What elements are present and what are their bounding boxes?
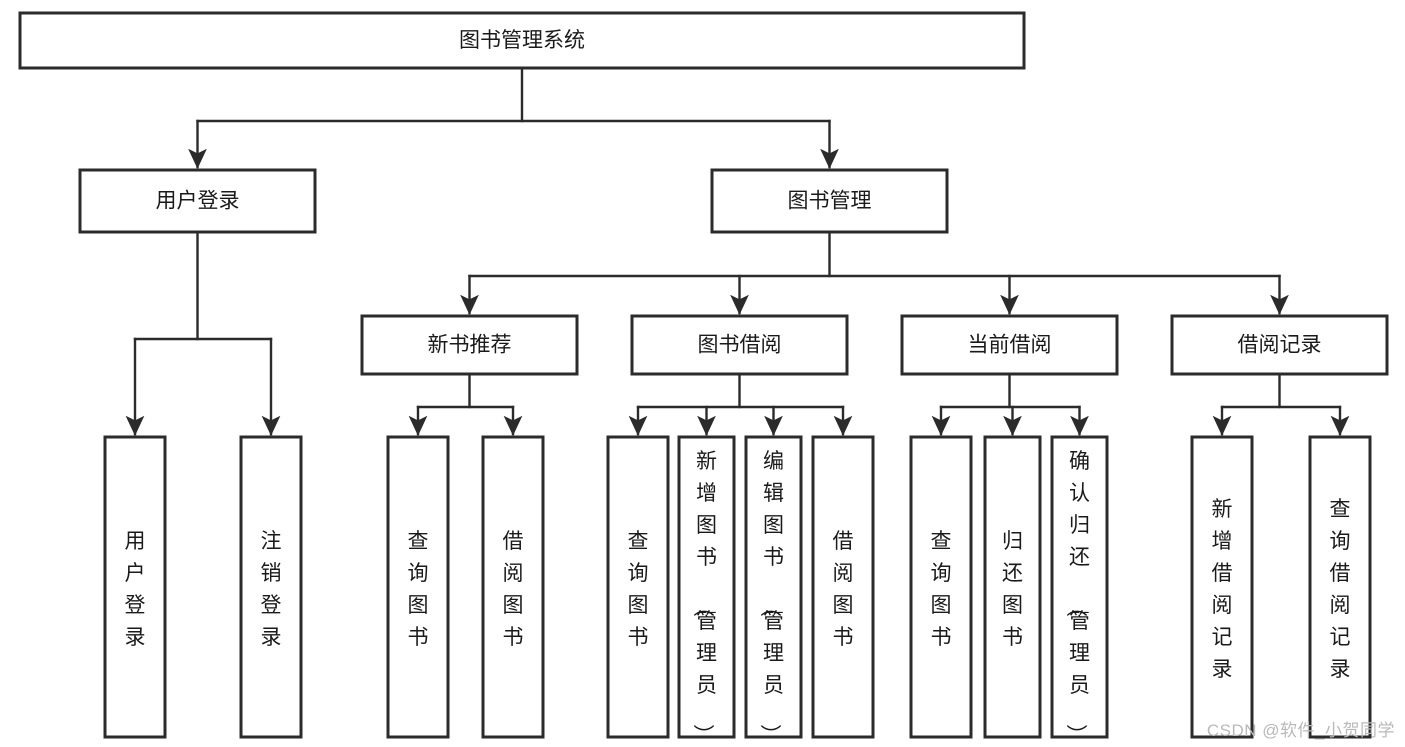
node-leaf-cur-query[interactable]: 查询图书 [909,435,973,739]
node-box [1050,435,1109,739]
node-box [1308,435,1372,739]
node-label: 新书推荐 [428,334,512,357]
node-leaf-user-login[interactable]: 用户登录 [103,435,167,739]
node-root[interactable]: 图书管理系统 [18,11,1026,70]
node-label: 查询图书 [931,530,952,649]
node-box [103,435,167,739]
node-current-borrow[interactable]: 当前借阅 [900,314,1119,376]
node-user-login[interactable]: 用户登录 [78,168,317,234]
node-box [744,435,803,739]
node-label: 确认归还（管理员） [1064,450,1090,745]
node-box [909,435,973,739]
node-leaf-cur-confirm[interactable]: 确认归还（管理员） [1050,435,1109,745]
node-leaf-borrow-add[interactable]: 新增图书（管理员） [677,435,736,745]
node-label: 注销登录 [261,530,282,649]
node-box [606,435,670,739]
node-book-borrow[interactable]: 图书借阅 [630,314,849,376]
connector-layer [125,66,1350,436]
node-box [1170,314,1389,376]
node-label: 图书借阅 [698,334,782,357]
node-label: 用户登录 [156,190,240,213]
node-box [78,168,317,234]
node-leaf-rec-query[interactable]: 查询图书 [386,435,450,739]
node-label: 借阅图书 [833,530,854,649]
node-label: 新增图书（管理员） [691,450,717,745]
node-box [360,314,579,376]
node-leaf-user-logout[interactable]: 注销登录 [239,435,303,739]
node-leaf-rec-add[interactable]: 新增借阅记录 [1190,435,1254,739]
node-leaf-cur-return[interactable]: 归还图书 [983,435,1042,739]
node-label: 编辑图书（管理员） [758,450,784,745]
node-leaf-borrow-query[interactable]: 查询图书 [606,435,670,739]
node-leaf-borrow-edit[interactable]: 编辑图书（管理员） [744,435,803,745]
node-box [983,435,1042,739]
node-box [481,435,545,739]
node-label: 当前借阅 [968,334,1052,357]
node-label: 查询图书 [628,530,649,649]
node-box [900,314,1119,376]
node-box [1190,435,1254,739]
node-label: 归还图书 [1002,530,1023,649]
node-new-book-rec[interactable]: 新书推荐 [360,314,579,376]
node-box [630,314,849,376]
node-borrow-record[interactable]: 借阅记录 [1170,314,1389,376]
node-leaf-rec-borrow[interactable]: 借阅图书 [481,435,545,739]
node-label: 新增借阅记录 [1212,498,1233,681]
node-box [386,435,450,739]
node-label: 图书管理系统 [459,29,585,52]
node-box [677,435,736,739]
node-label: 查询图书 [408,530,429,649]
node-leaf-rec-search[interactable]: 查询借阅记录 [1308,435,1372,739]
node-label: 图书管理 [788,190,872,213]
node-label: 借阅图书 [503,530,524,649]
node-label: 查询借阅记录 [1330,498,1351,681]
node-book-manage[interactable]: 图书管理 [710,168,949,234]
node-box [18,11,1026,70]
node-box [710,168,949,234]
node-layer: 图书管理系统用户登录图书管理新书推荐图书借阅当前借阅借阅记录用户登录注销登录查询… [18,11,1389,745]
node-label: 用户登录 [125,530,146,649]
node-box [239,435,303,739]
node-leaf-borrow-lend[interactable]: 借阅图书 [811,435,875,739]
node-box [811,435,875,739]
node-label: 借阅记录 [1238,334,1322,357]
